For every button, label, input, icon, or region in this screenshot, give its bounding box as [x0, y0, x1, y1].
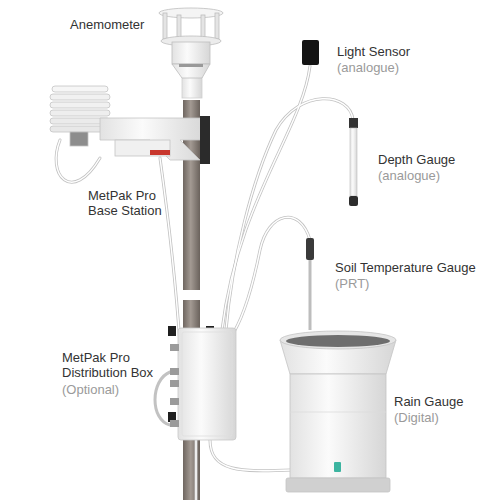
base-station-unit [50, 86, 210, 164]
part-label: Light Sensor [337, 44, 487, 59]
signal-type-note: (analogue) [337, 60, 487, 75]
signal-type-note: (analogue) [378, 168, 498, 183]
option-note: (Optional) [62, 382, 167, 397]
part-label: MetPak Pro Distribution Box [62, 350, 167, 380]
rain-gauge-unit [280, 331, 396, 492]
part-label: Rain Gauge [394, 394, 498, 409]
soil-probe-unit [306, 238, 314, 330]
signal-type-note: (PRT) [335, 276, 455, 291]
anemometer-unit [159, 8, 223, 78]
part-label: Soil Temperature Gauge [335, 260, 497, 275]
part-label: MetPak Pro Base Station [88, 188, 178, 218]
part-label: Anemometer [70, 17, 180, 32]
light-sensor-unit [302, 40, 319, 65]
distribution-box-unit [168, 326, 236, 440]
depth-gauge-unit [349, 118, 358, 206]
part-label: Depth Gauge [378, 152, 498, 167]
signal-type-note: (Digital) [394, 410, 498, 425]
